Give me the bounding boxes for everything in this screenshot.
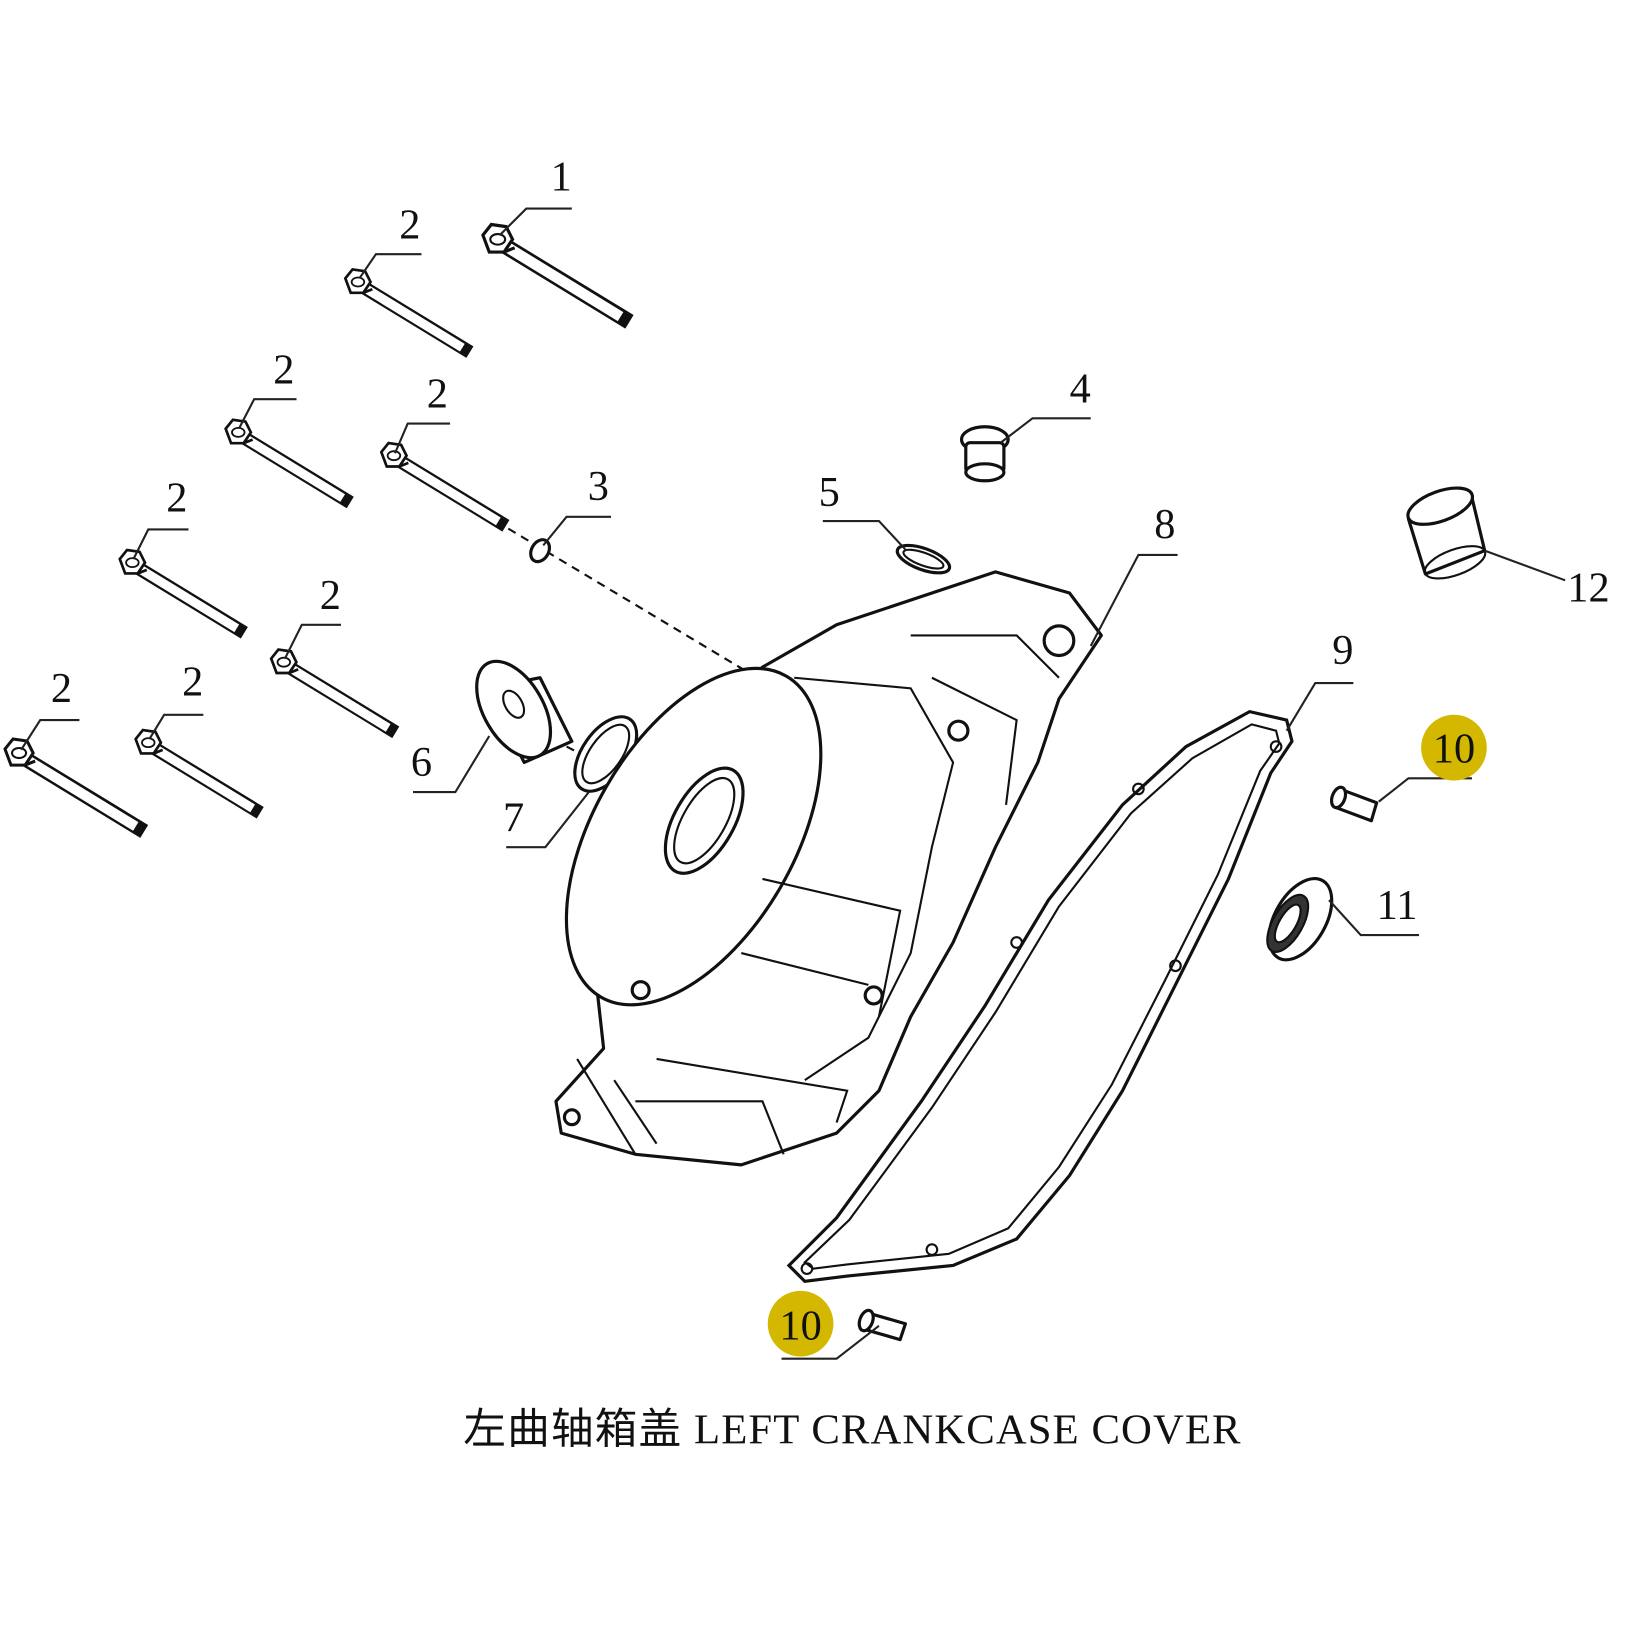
callout-2: 2 [427, 371, 448, 418]
bolt-2b [226, 420, 345, 499]
bolt-2c [381, 443, 500, 522]
callout-10: 10 [1433, 725, 1475, 772]
crankcase-cover-8 [554, 570, 1103, 1167]
callout-11: 11 [1377, 882, 1418, 929]
callout-9: 9 [1332, 627, 1353, 674]
callout-5: 5 [819, 469, 840, 516]
bolt-2e [271, 650, 390, 729]
callout-8: 8 [1154, 501, 1175, 548]
callout-10: 10 [779, 1303, 821, 1350]
callout-3: 3 [588, 463, 609, 510]
bushing-12 [1406, 486, 1487, 580]
callout-2: 2 [320, 572, 341, 619]
o-ring-5 [895, 543, 952, 575]
bolt-2a [345, 269, 464, 348]
dowel-pin-10-bottom [857, 1308, 908, 1342]
oil-seal-11 [1266, 877, 1334, 962]
callout-2: 2 [182, 659, 203, 706]
plug-4 [959, 425, 1010, 483]
highlight-marker-10-bottom [767, 1290, 834, 1357]
bolt-2d [120, 550, 239, 629]
callout-2: 2 [166, 474, 187, 521]
callout-2: 2 [273, 346, 294, 393]
cap-6 [475, 659, 574, 765]
callout-7: 7 [503, 794, 524, 841]
dowel-pin-10-right [1329, 785, 1379, 823]
bolt-2g [136, 730, 255, 809]
callout-4: 4 [1070, 365, 1091, 412]
callout-1: 1 [551, 154, 572, 201]
callout-12: 12 [1567, 564, 1609, 611]
callout-2: 2 [51, 665, 72, 712]
gasket-9 [786, 709, 1294, 1284]
bolt-1 [483, 225, 623, 318]
bolt-2f [5, 739, 138, 828]
assembly-dashed-line-bolt [495, 520, 779, 692]
diagram-title: 左曲轴箱盖 LEFT CRANKCASE COVER [463, 1406, 1241, 1453]
highlight-marker-10-right [1421, 714, 1487, 781]
washer-3 [529, 538, 552, 564]
leader-lines [20, 207, 1566, 1360]
callout-6: 6 [411, 739, 432, 786]
callout-2: 2 [399, 201, 420, 248]
